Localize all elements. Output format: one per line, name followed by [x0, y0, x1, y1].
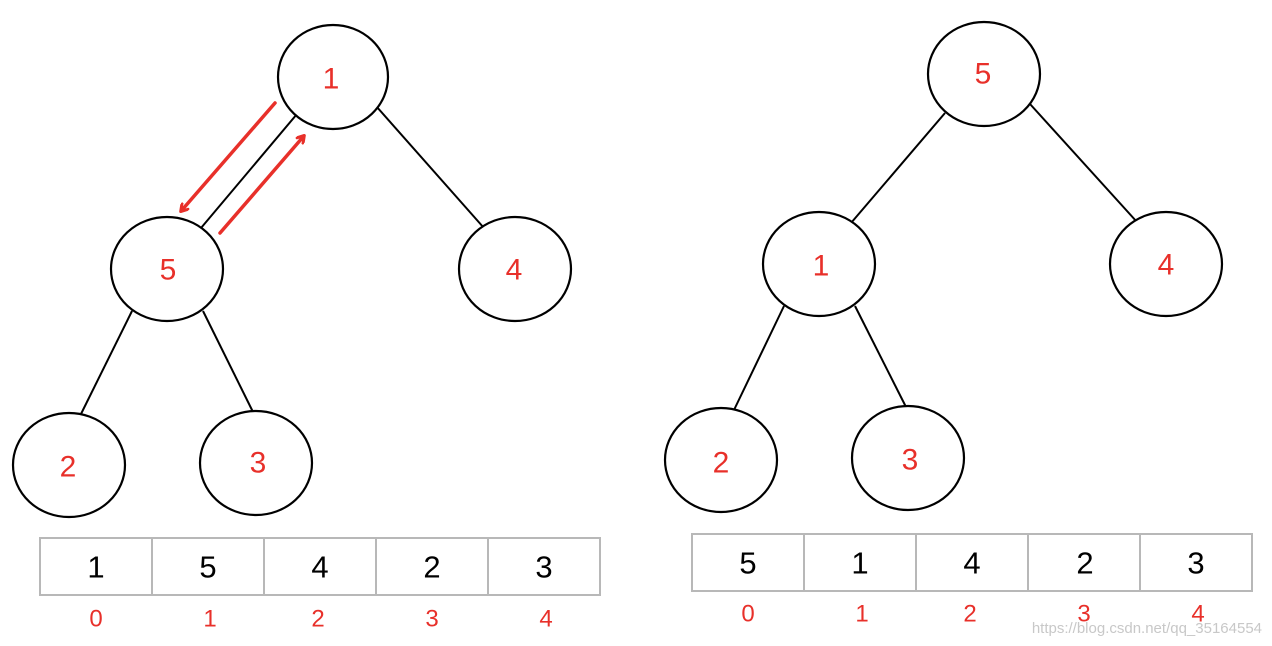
edge-root-left: [200, 113, 298, 229]
array-value: 1: [87, 550, 104, 585]
node-label: 4: [1158, 249, 1175, 282]
right-tree: 5 1 4 2 3 5 1 4 2 3 0: [663, 20, 1253, 628]
array-index: 0: [89, 606, 102, 633]
array-value: 5: [739, 546, 756, 581]
array-value: 3: [1187, 546, 1204, 581]
array-cell: [803, 533, 917, 592]
tree-node: 5: [109, 215, 225, 323]
array-cell: [487, 537, 601, 596]
array-cell: [375, 537, 489, 596]
node-label: 1: [813, 250, 830, 283]
array-cell: [915, 533, 1029, 592]
array-index: 1: [855, 601, 868, 628]
array-cell: [1139, 533, 1253, 592]
tree-node: 2: [11, 411, 127, 519]
node-label: 5: [975, 58, 992, 91]
array-cell: [151, 537, 265, 596]
node-label: 3: [902, 444, 919, 477]
array-index: 3: [425, 606, 438, 633]
array-value: 2: [1076, 546, 1093, 581]
tree-node: 5: [926, 20, 1042, 128]
node-label: 4: [506, 254, 523, 287]
node-label: 2: [60, 451, 77, 484]
array-index: 0: [741, 601, 754, 628]
array-index: 2: [963, 601, 976, 628]
edge-root-left: [850, 112, 946, 224]
edge-root-right: [1029, 103, 1138, 223]
edge-left-rightleaf: [854, 305, 907, 408]
swap-arrow-up: [218, 137, 303, 235]
tree-node: 1: [761, 210, 877, 318]
tree-node: 2: [663, 406, 779, 514]
tree-node: 3: [198, 409, 314, 517]
edge-left-leftleaf: [733, 305, 785, 411]
array-value: 4: [311, 550, 328, 585]
array-index: 3: [1077, 601, 1090, 628]
edge-left-leftleaf: [79, 310, 133, 417]
tree-node: 4: [457, 215, 573, 323]
node-label: 3: [250, 447, 267, 480]
edge-left-rightleaf: [202, 310, 254, 413]
array-row: 5 1 4 2 3 0 1 2 3 4: [691, 533, 1253, 628]
node-label: 1: [323, 63, 340, 96]
array-index: 4: [539, 606, 552, 633]
tree-node: 3: [850, 404, 966, 512]
node-label: 2: [713, 447, 730, 480]
edge-root-right: [375, 105, 485, 229]
array-value: 5: [199, 550, 216, 585]
tree-node: 1: [276, 23, 390, 131]
array-value: 4: [963, 546, 980, 581]
array-row: 1 5 4 2 3 0 1 2 3 4: [39, 537, 601, 633]
watermark-text: https://blog.csdn.net/qq_35164554: [1032, 620, 1262, 637]
array-index: 1: [203, 606, 216, 633]
node-label: 5: [160, 254, 177, 287]
array-index: 4: [1191, 601, 1204, 628]
tree-node: 4: [1108, 210, 1224, 318]
array-value: 2: [423, 550, 440, 585]
array-value: 1: [851, 546, 868, 581]
left-tree: 1 5 4 2 3 1 5 4 2 3: [11, 23, 601, 633]
swap-arrow-down: [182, 101, 277, 210]
array-index: 2: [311, 606, 324, 633]
array-value: 3: [535, 550, 552, 585]
